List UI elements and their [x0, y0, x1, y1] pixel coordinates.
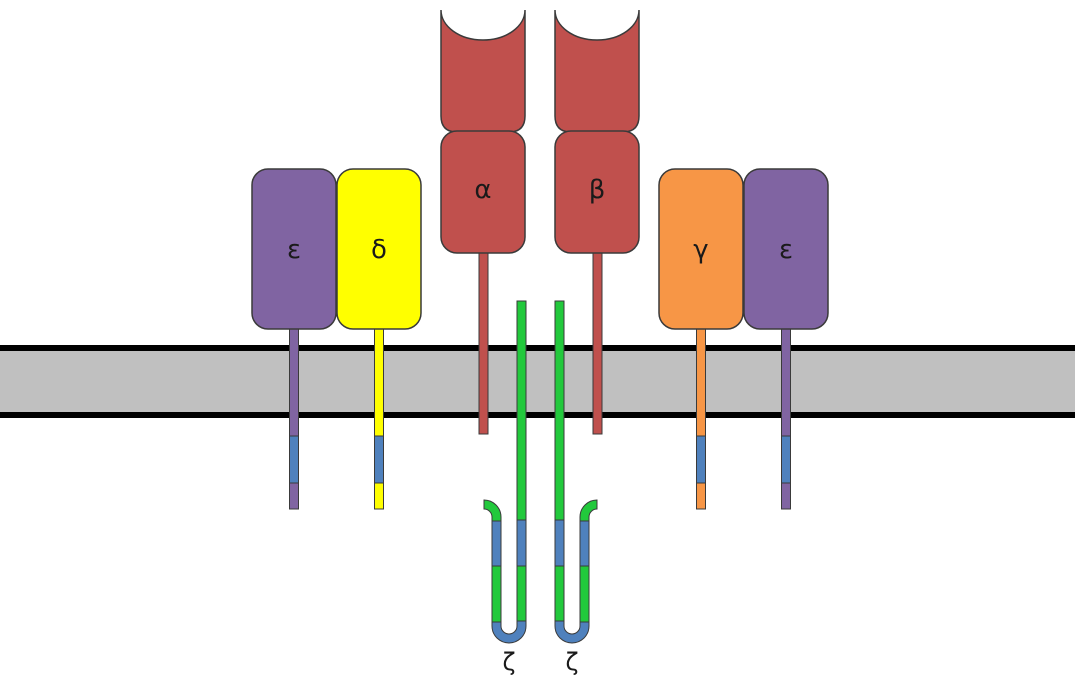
epsilon-right-domain [743, 168, 829, 330]
cd3-gamma: γ [658, 168, 744, 510]
cd3-epsilon-left: ε [251, 168, 337, 510]
alpha-stalk [478, 251, 489, 435]
zeta-right-itam-2 [579, 519, 590, 567]
zeta-left-label: ζ [502, 648, 515, 676]
gamma-itam [696, 435, 706, 484]
epsilon-left-stalk-tail [289, 482, 299, 510]
zeta-right-stalk-mid [554, 565, 565, 623]
zeta-left-stalk-mid [516, 565, 527, 623]
zeta-chain-right: ζ [554, 300, 598, 676]
tcr-alpha-chain: α [440, 9, 526, 435]
epsilon-left-itam [289, 435, 299, 484]
cd3-epsilon-right: ε [743, 168, 829, 510]
epsilon-right-stalk-upper [781, 327, 791, 437]
gamma-label: γ [693, 235, 708, 265]
epsilon-right-itam [781, 435, 791, 484]
beta-constant-domain [554, 130, 640, 254]
cell-membrane [0, 345, 1075, 418]
delta-label: δ [371, 235, 387, 265]
delta-stalk-upper [374, 327, 384, 437]
zeta-right-stalk-return [579, 565, 590, 623]
zeta-chain-left: ζ [483, 300, 527, 676]
zeta-left-stalk-upper [516, 300, 527, 521]
zeta-left-hook [483, 499, 502, 522]
zeta-right-hook [579, 499, 598, 522]
epsilon-right-label: ε [779, 235, 793, 265]
zeta-right-itam-loop [554, 620, 590, 644]
delta-domain [336, 168, 422, 330]
tcr-beta-chain: β [554, 9, 640, 435]
beta-stalk [592, 251, 603, 435]
epsilon-right-stalk-tail [781, 482, 791, 510]
epsilon-left-label: ε [287, 235, 301, 265]
gamma-stalk-tail [696, 482, 706, 510]
alpha-label: α [474, 175, 491, 205]
zeta-right-stalk-upper [554, 300, 565, 521]
zeta-left-itam-2 [491, 519, 502, 567]
cd3-delta: δ [336, 168, 422, 510]
zeta-left-stalk-return [491, 565, 502, 623]
delta-itam [374, 435, 384, 484]
gamma-domain [658, 168, 744, 330]
zeta-left-itam-1 [516, 519, 527, 567]
gamma-stalk-upper [696, 327, 706, 437]
alpha-variable-domain [440, 9, 526, 133]
beta-variable-domain [554, 9, 640, 133]
alpha-constant-domain [440, 130, 526, 254]
zeta-left-itam-loop [491, 620, 527, 644]
membrane-band [0, 348, 1075, 415]
epsilon-left-stalk-upper [289, 327, 299, 437]
delta-stalk-tail [374, 482, 384, 510]
beta-label: β [589, 175, 606, 205]
epsilon-left-domain [251, 168, 337, 330]
zeta-right-label: ζ [565, 648, 578, 676]
zeta-right-itam-1 [554, 519, 565, 567]
